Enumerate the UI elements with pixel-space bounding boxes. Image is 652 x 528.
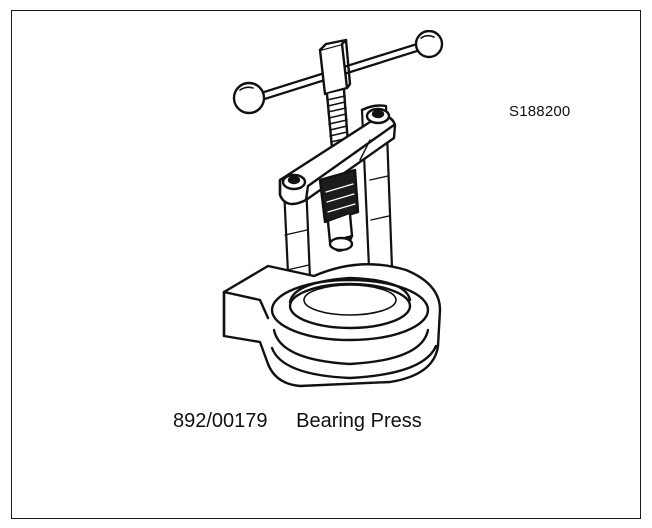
figure-frame <box>11 10 641 519</box>
tool-name: Bearing Press <box>296 410 422 432</box>
figure-caption: 892/00179 Bearing Press <box>173 410 422 433</box>
bearing-press-illustration-icon <box>222 30 444 388</box>
part-number: 892/00179 <box>173 410 268 432</box>
figure-reference-code: S188200 <box>509 103 571 120</box>
